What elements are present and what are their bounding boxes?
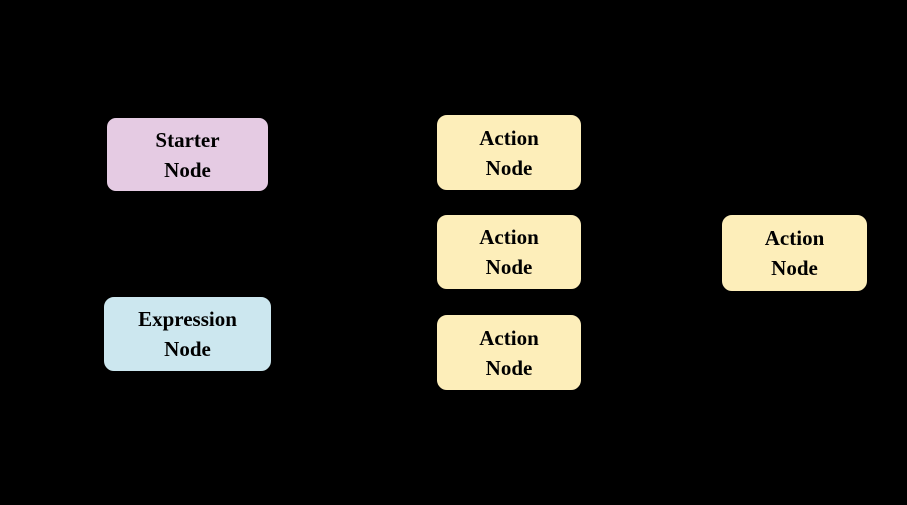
node-action-4-label-line2: Node <box>771 256 818 280</box>
node-action-4[interactable]: Action Node <box>720 213 869 293</box>
node-starter-label-line2: Node <box>164 157 211 182</box>
node-expression[interactable]: Expression Node <box>102 295 273 373</box>
node-starter-label-line1: Starter <box>155 127 220 152</box>
connection-port-starter-bottom[interactable] <box>185 191 191 197</box>
connection-port-action-3-right[interactable] <box>581 349 587 355</box>
node-action-2-label-line2: Node <box>485 255 533 279</box>
node-expression-label-line2: Node <box>164 337 211 361</box>
connection-port-expression-top[interactable] <box>184 292 189 297</box>
node-action-1-label-line1: Action <box>479 125 539 150</box>
node-expression-label-line1: Expression <box>138 307 237 331</box>
connection-port-expression-right[interactable] <box>271 332 277 338</box>
node-action-2[interactable]: Action Node <box>435 213 583 291</box>
node-action-3[interactable]: Action Node <box>435 313 583 392</box>
node-action-2-label-line1: Action <box>479 225 539 249</box>
node-starter[interactable]: Starter Node <box>105 116 270 193</box>
connection-port-action-2-right[interactable] <box>581 249 587 255</box>
node-action-1[interactable]: Action Node <box>435 113 583 192</box>
node-action-3-label-line2: Node <box>485 355 533 380</box>
node-action-3-label-line1: Action <box>479 325 539 350</box>
connection-port-action-1-right[interactable] <box>581 148 587 154</box>
node-action-1-label-line2: Node <box>485 155 533 180</box>
node-action-4-label-line1: Action <box>764 226 825 250</box>
